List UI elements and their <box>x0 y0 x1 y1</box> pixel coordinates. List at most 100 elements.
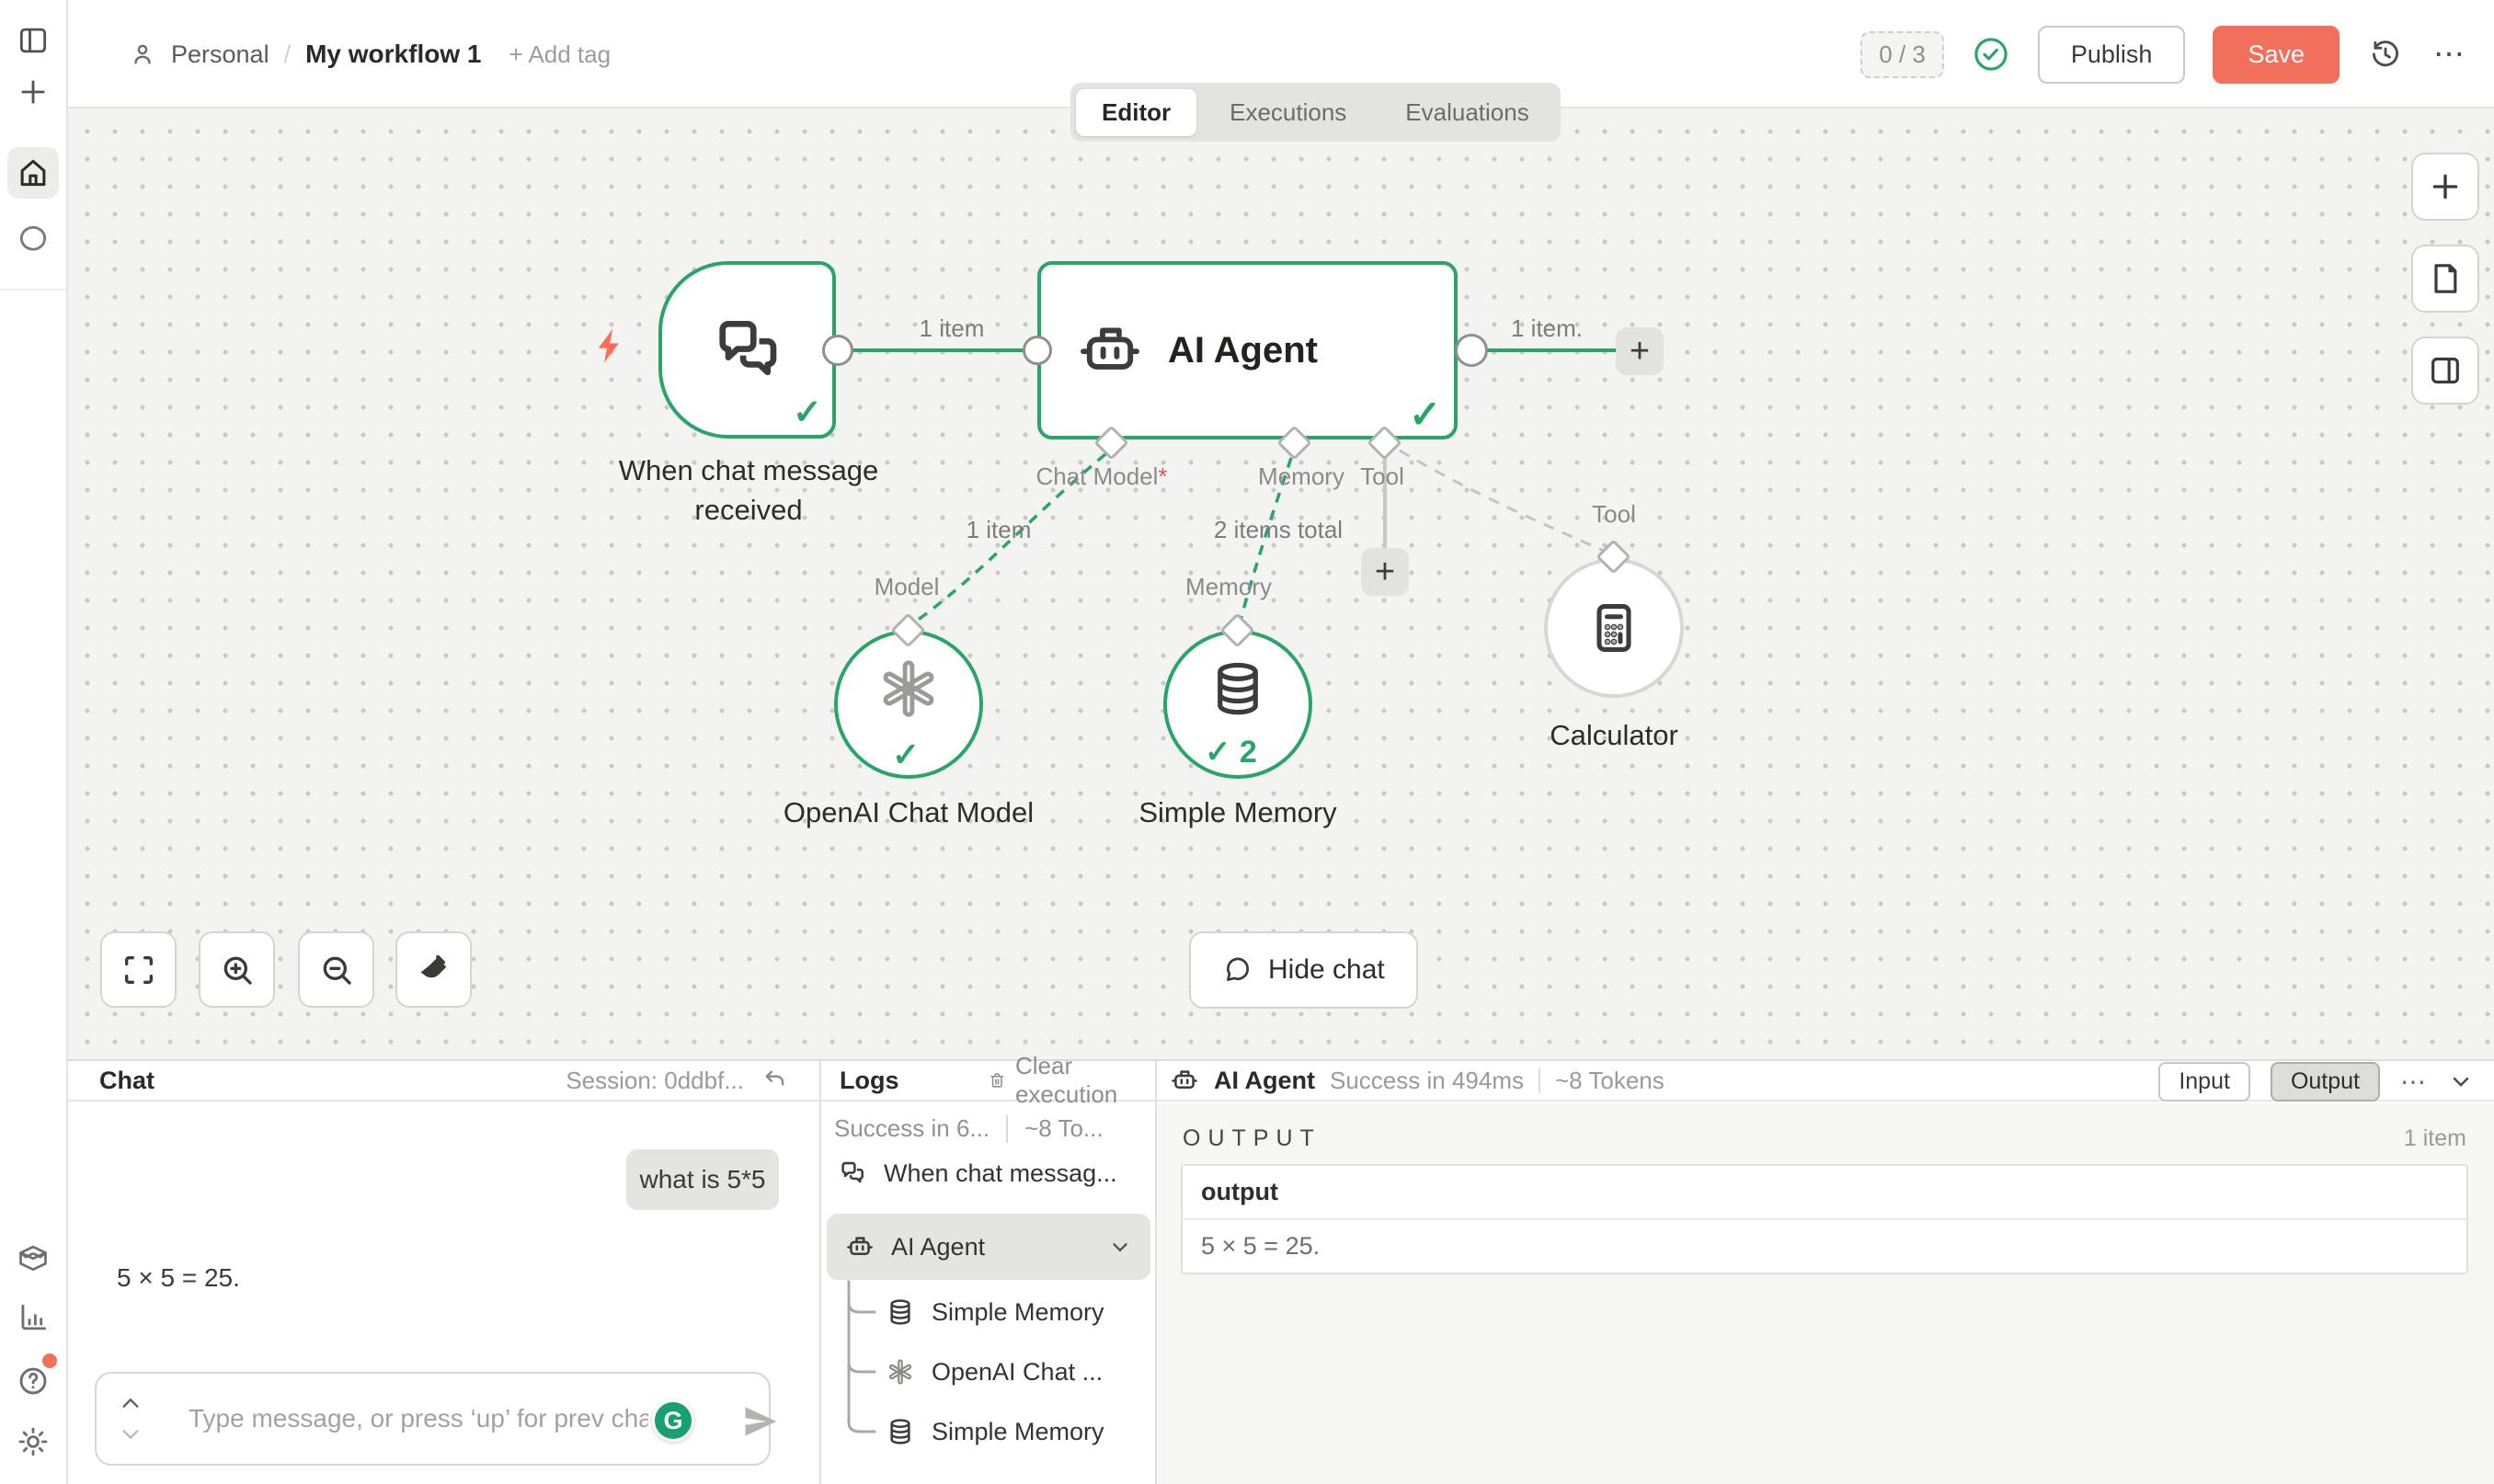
hide-chat-button[interactable]: Hide chat <box>1189 931 1418 1009</box>
openai-node-label: OpenAI Chat Model <box>783 796 1035 828</box>
calculator-icon <box>1584 599 1643 657</box>
chat-user-message: what is 5*5 <box>626 1149 779 1210</box>
trash-icon <box>990 1073 1003 1088</box>
chat-trigger-icon <box>709 312 786 389</box>
clear-execution-button[interactable]: Clear execution <box>988 1052 1138 1109</box>
grammarly-badge-icon[interactable]: G <box>652 1399 694 1442</box>
node-ai-agent[interactable]: AI Agent <box>1037 261 1458 439</box>
panel-right-icon <box>2431 357 2459 384</box>
logs-execution-summary: Success in 6... ~8 To... <box>834 1114 1104 1143</box>
logs-summary-tokens: ~8 To... <box>1024 1114 1104 1142</box>
sub-port-label-model: Model <box>874 573 940 600</box>
chevron-down-icon <box>1113 1243 1127 1252</box>
details-more-icon[interactable]: ⋯ <box>2400 1067 2428 1096</box>
send-message-icon[interactable] <box>740 1401 781 1442</box>
robot-icon <box>1172 1070 1197 1090</box>
sub-port-label-memory: Memory <box>1185 573 1272 600</box>
bottom-panels: Chat Session: 0ddbf... what is 5*5 5 × 5… <box>68 1052 2494 1484</box>
home-icon[interactable] <box>7 147 59 199</box>
hide-chat-label: Hide chat <box>1268 954 1385 985</box>
chat-bot-message: 5 × 5 = 25. <box>117 1263 240 1292</box>
breadcrumb-project[interactable]: Personal <box>171 40 269 68</box>
plus-icon <box>2432 174 2458 200</box>
workflow-canvas[interactable]: ✓ When chat message received 1 item AI A… <box>68 108 2494 1059</box>
chat-bubble-icon <box>1227 957 1249 981</box>
details-status: Success in 494ms <box>1330 1066 1524 1094</box>
chat-session-id[interactable]: Session: 0ddbf... <box>566 1066 744 1094</box>
openai-icon <box>875 656 942 722</box>
more-options-icon[interactable]: ⋯ <box>2433 37 2466 72</box>
zoom-in-button[interactable] <box>199 931 275 1008</box>
output-cell-value[interactable]: 5 × 5 = 25. <box>1201 1232 1321 1260</box>
log-item-ai-agent-selected[interactable]: AI Agent <box>827 1214 1150 1280</box>
connection-wires <box>838 348 1620 627</box>
add-tag-button[interactable]: + Add tag <box>509 40 612 68</box>
output-body: OUTPUT 1 item output 5 × 5 = 25. <box>1157 1103 2494 1484</box>
database-icon <box>890 1299 910 1325</box>
output-items-count: 1 item <box>2403 1125 2466 1151</box>
logs-panel: Logs Clear execution Success in 6... ~8 … <box>821 1052 1157 1484</box>
insights-chart-icon[interactable] <box>7 1292 59 1343</box>
output-table: output 5 × 5 = 25. <box>1181 1164 2468 1274</box>
zoom-out-button[interactable] <box>298 931 374 1008</box>
fit-view-button[interactable] <box>100 931 177 1008</box>
add-node-plus-button[interactable]: + <box>1616 327 1664 375</box>
log-item-label: AI Agent <box>891 1232 986 1261</box>
node-details-panel: AI Agent Success in 494ms ~8 Tokens Inpu… <box>1157 1061 2494 1484</box>
sub-port-label-tool: Tool <box>1592 500 1636 528</box>
sticky-note-button[interactable] <box>2411 245 2479 313</box>
logs-summary-status: Success in 6... <box>834 1114 990 1142</box>
sidebar-toggle-icon[interactable] <box>7 15 59 66</box>
port-label-tool: Tool <box>1360 462 1404 490</box>
note-icon <box>2434 264 2457 293</box>
person-icon <box>134 44 151 64</box>
agent-output-endpoint[interactable] <box>1455 334 1488 367</box>
chat-nav-icon[interactable] <box>7 213 59 265</box>
wire-label-memory: 2 items total <box>1213 516 1344 543</box>
tab-evaluations[interactable]: Evaluations <box>1405 97 1529 126</box>
add-tool-plus-button[interactable]: + <box>1361 548 1409 596</box>
node-calculator[interactable] <box>1544 558 1684 698</box>
wire-label-agent-output: 1 item. <box>1510 314 1584 342</box>
collapse-panel-chevron-icon[interactable] <box>2448 1068 2474 1094</box>
view-tabs: Editor Executions Evaluations <box>1070 83 1561 142</box>
chat-input-container: G <box>95 1372 777 1466</box>
node-chat-trigger[interactable] <box>658 261 836 439</box>
log-item-trigger[interactable]: When chat messag... <box>838 1153 1117 1193</box>
input-tab-button[interactable]: Input <box>2158 1061 2250 1102</box>
chevron-down-icon <box>122 1430 139 1440</box>
chat-panel-title: Chat <box>99 1066 154 1094</box>
memory-node-label: Simple Memory <box>1138 796 1337 828</box>
save-button[interactable]: Save <box>2213 25 2340 84</box>
log-item-simple-memory-2[interactable]: Simple Memory <box>886 1411 1104 1452</box>
log-item-label: When chat messag... <box>884 1159 1117 1187</box>
tab-editor[interactable]: Editor <box>1076 88 1197 136</box>
trigger-output-endpoint[interactable] <box>822 335 853 366</box>
add-node-panel-button[interactable] <box>2411 153 2479 221</box>
wire-label-model: 1 item <box>966 516 1032 543</box>
reset-session-icon[interactable] <box>761 1067 788 1094</box>
settings-gear-icon[interactable] <box>7 1416 59 1467</box>
output-tab-button[interactable]: Output <box>2270 1061 2380 1102</box>
log-item-simple-memory-1[interactable]: Simple Memory <box>886 1292 1104 1332</box>
version-history-icon[interactable] <box>2367 36 2404 73</box>
output-column-header[interactable]: output <box>1183 1166 2466 1220</box>
robot-icon <box>1076 316 1144 384</box>
node-simple-memory[interactable] <box>1163 630 1312 779</box>
help-icon[interactable] <box>7 1353 59 1407</box>
toggle-right-panel-button[interactable] <box>2411 337 2479 405</box>
publish-button[interactable]: Publish <box>2037 25 2186 84</box>
details-tokens: ~8 Tokens <box>1554 1066 1665 1094</box>
trigger-success-check: ✓ <box>793 394 822 432</box>
log-item-label: Simple Memory <box>932 1417 1104 1445</box>
workflow-name[interactable]: My workflow 1 <box>305 40 482 68</box>
chat-message-input[interactable] <box>189 1374 648 1464</box>
tab-executions[interactable]: Executions <box>1230 97 1347 126</box>
log-item-openai-chat[interactable]: OpenAI Chat ... <box>886 1352 1103 1392</box>
templates-box-icon[interactable] <box>7 1232 59 1284</box>
agent-input-endpoint[interactable] <box>1023 336 1052 365</box>
message-history-chevrons[interactable] <box>120 1374 141 1464</box>
new-workflow-plus-icon[interactable] <box>7 66 59 118</box>
tidy-up-button[interactable] <box>395 931 472 1008</box>
